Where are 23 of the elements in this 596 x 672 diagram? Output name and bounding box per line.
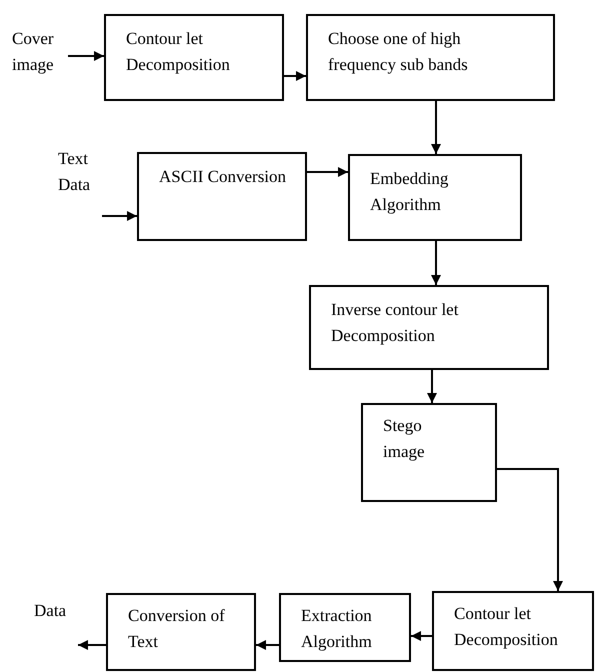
process-box: Embedding Algorithm — [348, 154, 522, 241]
process-box: Choose one of high frequency sub bands — [306, 14, 555, 101]
arrow — [497, 468, 563, 591]
input-label: Text Data — [56, 146, 102, 222]
process-box: Stego image — [361, 403, 497, 502]
arrow — [431, 101, 441, 154]
input-label: Cover image — [12, 24, 68, 74]
arrow — [78, 640, 106, 650]
process-box: ASCII Conversion — [137, 152, 307, 241]
arrow — [431, 241, 441, 285]
process-box: Inverse contour let Decomposition — [309, 285, 549, 370]
process-box: Contour let Decomposition — [432, 591, 594, 671]
arrow — [102, 211, 137, 221]
process-box: Conversion of Text — [106, 593, 256, 671]
arrow — [427, 370, 437, 403]
arrow — [284, 71, 306, 81]
input-label: Data — [32, 598, 78, 650]
arrow — [256, 640, 279, 650]
process-box: Contour let Decomposition — [104, 14, 284, 101]
arrow — [307, 167, 348, 177]
arrow — [411, 631, 432, 641]
process-box: Extraction Algorithm — [279, 593, 411, 662]
arrow — [68, 51, 104, 61]
